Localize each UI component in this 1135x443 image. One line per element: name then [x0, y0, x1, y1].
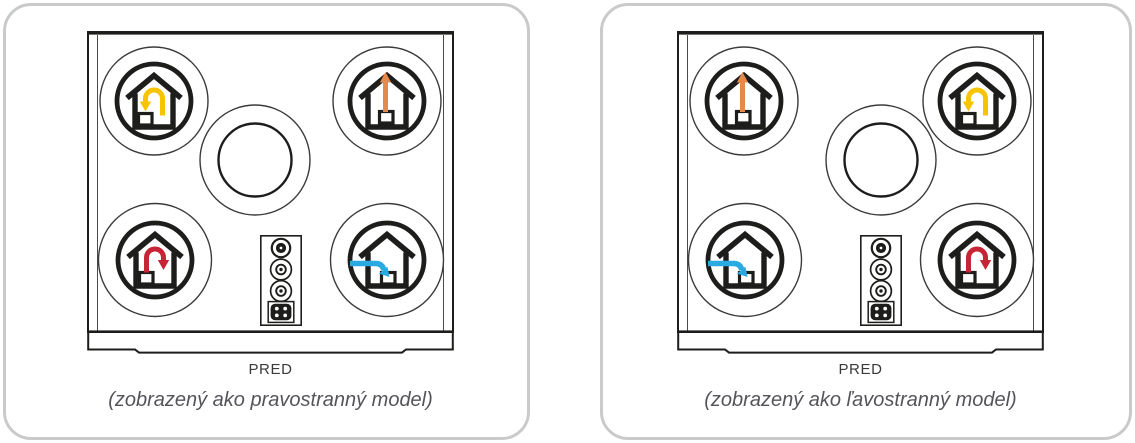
burner-rear-right	[332, 46, 442, 156]
cooktop-diagram	[87, 31, 454, 354]
burner-front-right	[329, 202, 445, 318]
left-hand-model-card: PRED (zobrazený ako ľavostranný model)	[600, 3, 1132, 440]
model-caption: (zobrazený ako pravostranný model)	[108, 389, 433, 411]
burner-front-left	[97, 202, 213, 318]
control-panel	[859, 234, 903, 327]
front-label: PRED	[248, 361, 293, 378]
burner-center	[825, 104, 937, 216]
burner-front-right	[919, 202, 1035, 318]
right-hand-model-card: PRED (zobrazený ako pravostranný model)	[3, 3, 530, 440]
burner-center	[199, 104, 311, 216]
cooktop-diagram	[677, 31, 1044, 354]
front-label: PRED	[838, 361, 883, 378]
burner-rear-left	[99, 46, 209, 156]
burner-rear-left	[689, 46, 799, 156]
model-caption: (zobrazený ako ľavostranný model)	[704, 389, 1017, 411]
control-panel	[259, 234, 303, 327]
burner-rear-right	[922, 46, 1032, 156]
burner-front-left	[687, 202, 803, 318]
